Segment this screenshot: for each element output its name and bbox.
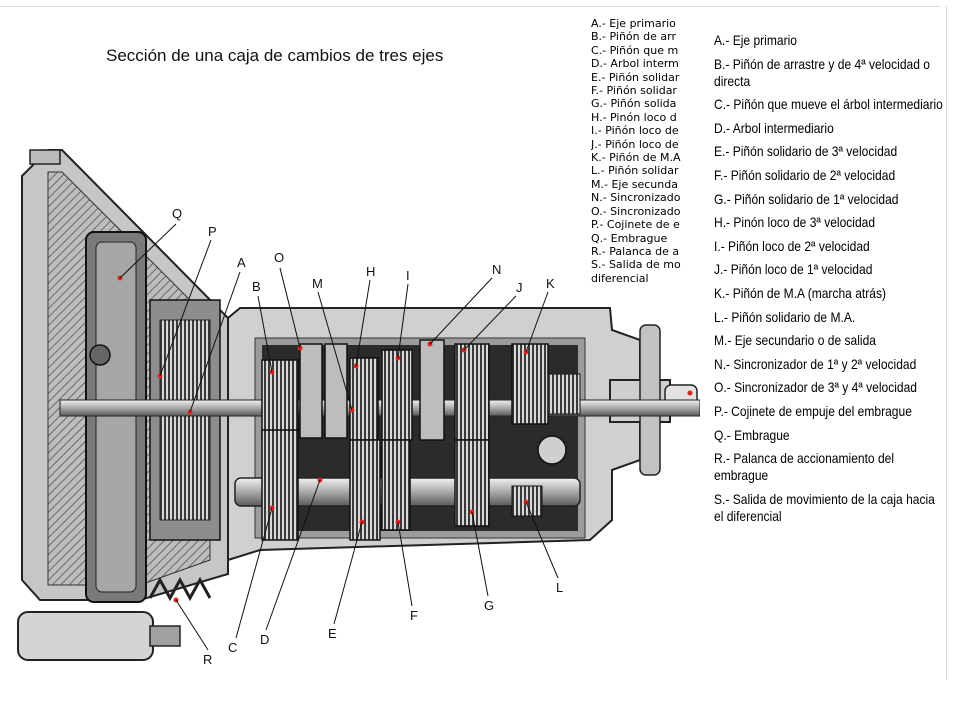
legend-small-item: J.- Piñón loco de	[591, 137, 679, 151]
legend-item-j: J.- Piñón loco de 1ª velocidad	[714, 261, 873, 278]
legend-large: A.- Eje primario B.- Piñón de arrastre y…	[714, 32, 946, 531]
callout-g: G	[484, 598, 494, 613]
legend-small-item: G.- Piñón solida	[591, 97, 677, 111]
legend-small-item: M.- Eje secunda	[591, 177, 678, 191]
legend-item-m: M.- Eje secundario o de salida	[714, 332, 876, 349]
legend-small-item: diferencial	[591, 271, 649, 285]
callout-i: I	[406, 268, 410, 283]
primary-shaft	[59, 399, 281, 417]
callout-a: A	[237, 255, 246, 270]
legend-item-s: S.- Salida de movimiento de la caja haci…	[714, 490, 935, 524]
legend-small-item: A.- Eje primario	[591, 17, 676, 30]
legend-item-g: G.- Piñón solidario de 1ª velocidad	[714, 190, 899, 207]
legend-small-item: K.- Piñón de M.A	[591, 151, 681, 165]
upper-gear-set	[261, 339, 581, 441]
legend-small-truncated: A.- Eje primario B.- Piñón de arr C.- Pi…	[591, 17, 699, 299]
legend-item-e: E.- Piñón solidario de 3ª velocidad	[714, 143, 898, 160]
legend-item-c: C.- Piñón que mueve el árbol intermediar…	[714, 96, 943, 113]
legend-small-item: H.- Pinón loco d	[591, 110, 677, 124]
legend-small-item: O.- Sincronizado	[591, 204, 681, 218]
legend-item-r: R.- Palanca de accionamiento del embragu…	[714, 450, 895, 484]
callout-k: K	[546, 276, 555, 291]
legend-small-item: E.- Piñón solidar	[591, 70, 680, 84]
right-border-line	[946, 6, 947, 680]
diagram-title: Sección de una caja de cambios de tres e…	[106, 46, 444, 65]
clutch-release-cylinder	[17, 576, 212, 661]
marker-s	[687, 390, 693, 396]
callout-f: F	[410, 608, 418, 623]
clutch-bell-housing	[21, 149, 229, 603]
legend-item-k: K.- Piñón de M.A (marcha atrás)	[714, 284, 886, 301]
legend-item-o: O.- Sincronizador de 3ª y 4ª velocidad	[714, 379, 918, 396]
callout-m: M	[312, 276, 323, 291]
legend-small-item: P.- Cojinete de e	[591, 218, 680, 232]
callout-b: B	[252, 279, 261, 294]
callout-h: H	[366, 264, 375, 279]
callout-labels: Q P A O B M H I N J K C D E F G L R	[172, 206, 563, 667]
top-border-line	[0, 6, 940, 7]
legend-small-item: D.- Arbol interm	[591, 57, 679, 71]
callout-d: D	[260, 632, 269, 647]
legend-small-item: R.- Palanca de a	[591, 244, 680, 258]
callout-o: O	[274, 250, 284, 265]
callout-j: J	[516, 280, 523, 295]
legend-item-p: P.- Cojinete de empuje del embrague	[714, 402, 912, 419]
callout-n: N	[492, 262, 501, 277]
legend-small-item: S.- Salida de mo	[591, 258, 681, 272]
callout-r: R	[203, 652, 212, 667]
legend-small-item: C.- Piñón que m	[591, 43, 679, 57]
legend-small-item: F.- Piñón solidar	[591, 84, 677, 98]
legend-small-item: L.- Piñón solidar	[591, 164, 679, 178]
legend-item-d: D.- Arbol intermediario	[714, 119, 834, 136]
legend-item-n: N.- Sincronizador de 1ª y 2ª velocidad	[714, 355, 917, 372]
legend-small-item: B.- Piñón de arr	[591, 30, 676, 44]
callout-p: P	[208, 224, 217, 239]
callout-c: C	[228, 640, 237, 655]
legend-item-f: F.- Piñón solidario de 2ª velocidad	[714, 166, 896, 183]
callout-q: Q	[172, 206, 182, 221]
legend-item-i: I.- Piñón loco de 2ª velocidad	[714, 237, 870, 254]
gearbox-section-diagram: Q P A O B M H I N J K C D E F G L R	[17, 149, 700, 667]
legend-small-item: N.- Sincronizado	[591, 191, 681, 205]
legend-item-a: A.- Eje primario	[714, 32, 797, 48]
legend-item-h: H.- Pinón loco de 3ª velocidad	[714, 214, 876, 231]
legend-small-item: I.- Piñón loco de	[591, 124, 679, 138]
legend-item-l: L.- Piñón solidario de M.A.	[714, 308, 856, 325]
legend-small-item: Q.- Embrague	[591, 231, 668, 245]
callout-e: E	[328, 626, 337, 641]
legend-item-b: B.- Piñón de arrastre y de 4ª velocidad …	[714, 55, 930, 89]
callout-l: L	[556, 580, 563, 595]
leader-lines	[119, 223, 559, 651]
legend-item-q: Q.- Embrague	[714, 426, 790, 443]
